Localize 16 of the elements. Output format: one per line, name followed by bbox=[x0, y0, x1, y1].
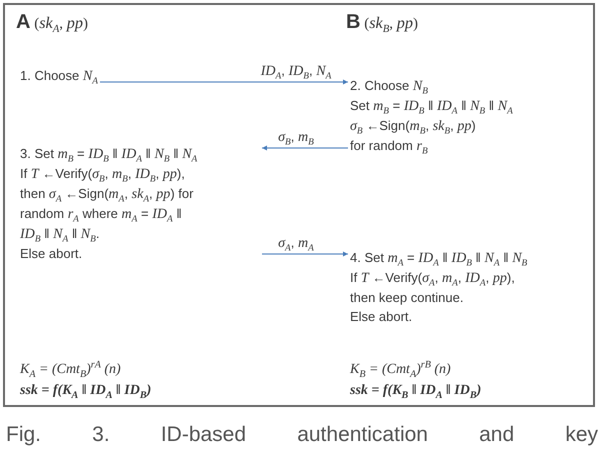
arrow bbox=[262, 252, 348, 256]
protocol-step: 3. Set m$_{B}$ = ID$_{B}$ ‖ ID$_{A}$ ‖ N$_{B}$ ‖ N$_{A}$ If T ←Verify(σ$_{B}$, m$_{B}$, ID$_{B}$, pp), then σ$_{A}$ ←Sign(m$_{A}$, sk$_{A}$, pp) for random r$_{A}$ where m$_{A}$ = ID$_{A}$ ‖ ID$_{B}$ ‖ N$_{A}$ ‖ N$_{B}$. Else abort. bbox=[20, 144, 260, 263]
party-heading: A (sk$_{A}$, pp) bbox=[16, 12, 88, 34]
arrow bbox=[262, 146, 348, 150]
party-heading: B (sk$_{B}$, pp) bbox=[346, 12, 418, 34]
figure-caption: Fig. 3. ID-based authentication and key bbox=[6, 422, 598, 448]
arrow bbox=[99, 80, 348, 84]
protocol-step: 2. Choose N$_{B}$ Set m$_{B}$ = ID$_{B}$ ‖ ID$_{A}$ ‖ N$_{B}$ ‖ N$_{A}$ σ$_{B}$ ←Sign(m$_{B}$, sk$_{B}$, pp) for random r$_{B}$ bbox=[350, 76, 582, 156]
protocol-frame bbox=[3, 3, 595, 407]
key-formula: K$_{A}$ = (Cmt$_{B}$)$^{rA}$ (n) bbox=[20, 360, 121, 380]
protocol-step: 1. Choose N$_{A}$ bbox=[20, 66, 98, 86]
session-key-formula: ssk = f(K$_{A}$ ‖ ID$_{A}$ ‖ ID$_{B}$) bbox=[20, 382, 152, 401]
session-key-formula: ssk = f(K$_{B}$ ‖ ID$_{A}$ ‖ ID$_{B}$) bbox=[350, 382, 482, 401]
protocol-step: 4. Set m$_{A}$ = ID$_{A}$ ‖ ID$_{B}$ ‖ N$_{A}$ ‖ N$_{B}$ If T ←Verify(σ$_{A}$, m$_{A}$, ID$_{A}$, pp), then keep continue. Else abort. bbox=[350, 248, 582, 326]
edge-label: ID$_{A}$, ID$_{B}$, N$_{A}$ bbox=[258, 63, 334, 79]
key-formula: K$_{B}$ = (Cmt$_{A}$)$^{rB}$ (n) bbox=[350, 360, 451, 380]
